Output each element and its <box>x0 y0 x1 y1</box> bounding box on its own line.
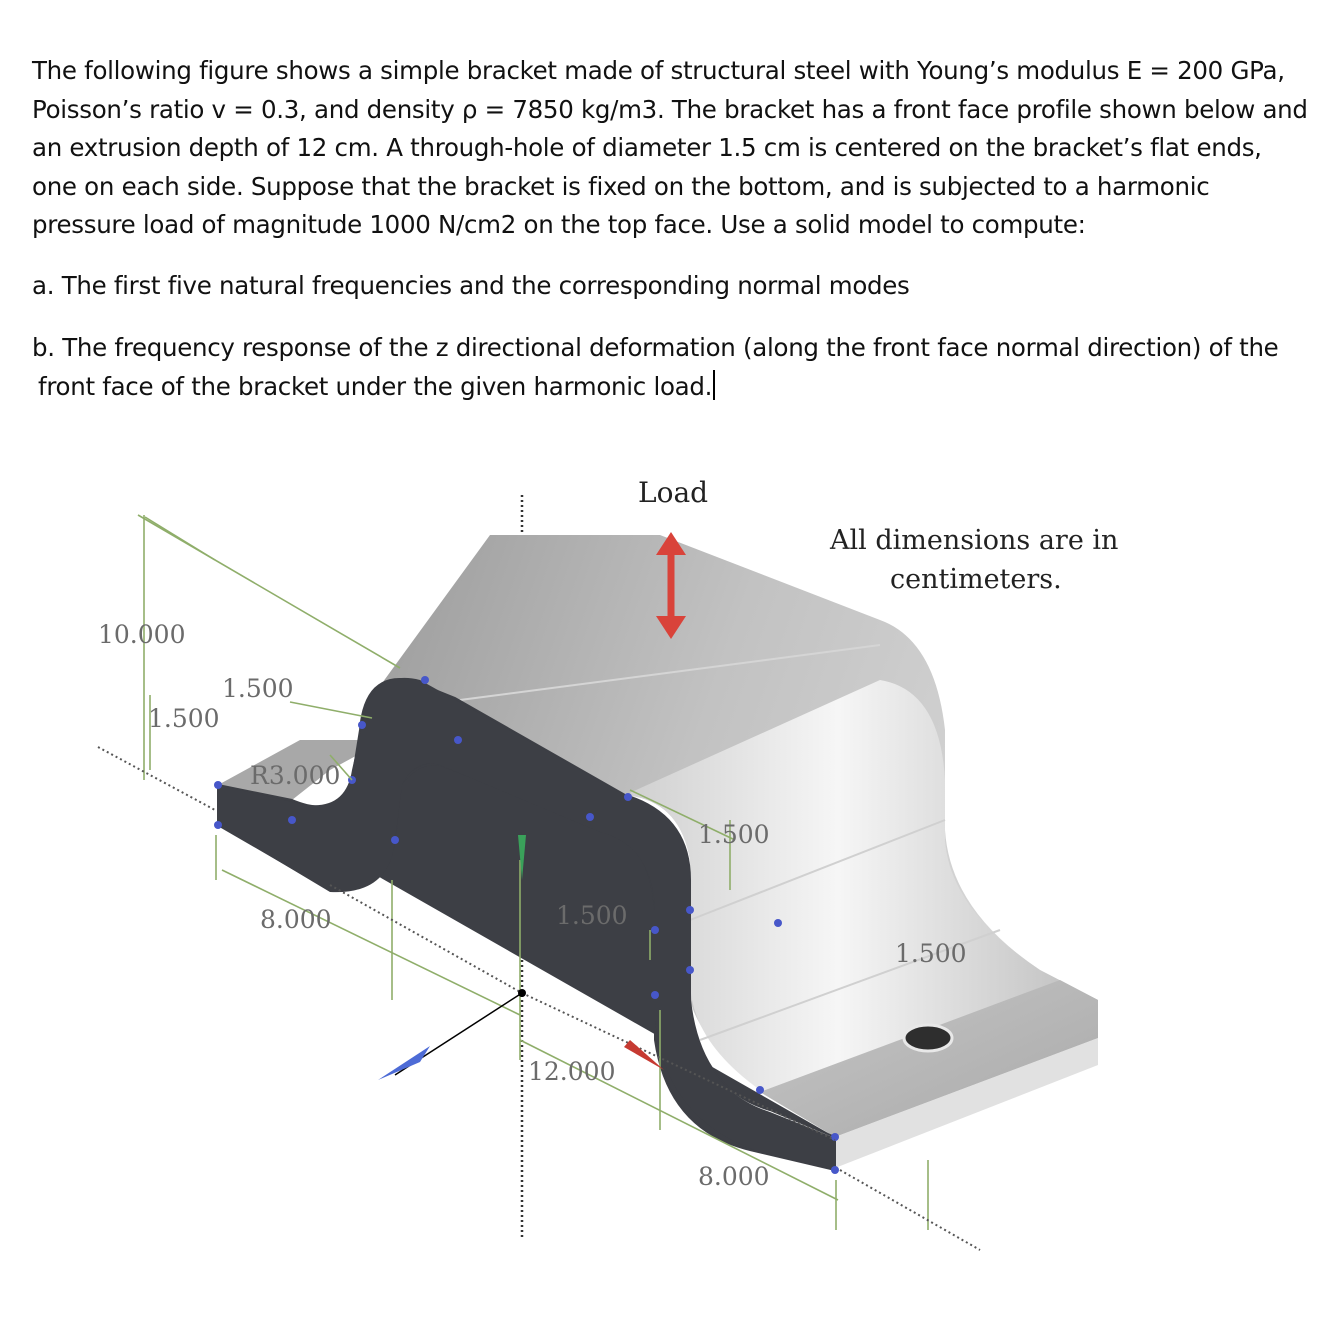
dim-thickness-inner: 1.500 <box>556 901 628 930</box>
load-arrow-icon <box>656 532 686 639</box>
text-cursor <box>713 369 716 400</box>
dim-top-width: 12.000 <box>528 1057 615 1086</box>
right-flange-thickness <box>835 1038 1098 1168</box>
dim-radius: R3.000 <box>250 761 340 790</box>
dim-flange-left: 8.000 <box>260 905 332 934</box>
task-a: a. The first five natural frequencies an… <box>32 270 910 300</box>
dim-thickness-left-top: 1.500 <box>222 674 294 703</box>
dim-thickness-right: 1.500 <box>895 939 967 968</box>
units-note-line2: centimeters. <box>890 564 1062 595</box>
task-b-text: b. The frequency response of the z direc… <box>32 333 1279 401</box>
dimension-lines <box>137 514 929 1230</box>
dim-flange-right: 8.000 <box>698 1162 770 1191</box>
problem-intro: The following figure shows a simple brac… <box>32 56 1308 239</box>
dim-thickness-left-side: 1.500 <box>148 704 220 733</box>
dim-thickness-vertical: 1.500 <box>698 820 770 849</box>
problem-statement: The following figure shows a simple brac… <box>32 52 1312 406</box>
projection-lines <box>97 746 981 1251</box>
load-label: Load <box>638 476 708 509</box>
units-note-line1: All dimensions are in <box>829 525 1118 556</box>
through-hole-rim <box>902 1023 954 1053</box>
bracket-figure: Load All dimensions are in centimeters. … <box>97 476 1118 1251</box>
right-flange-surface <box>760 980 1098 1137</box>
axis-triad <box>378 835 664 1080</box>
through-hole <box>904 1025 952 1051</box>
dim-height-total: 10.000 <box>98 620 185 649</box>
vertex-markers <box>214 676 839 1174</box>
left-flange-top-face <box>218 740 385 800</box>
task-b: b. The frequency response of the z direc… <box>32 329 1312 406</box>
